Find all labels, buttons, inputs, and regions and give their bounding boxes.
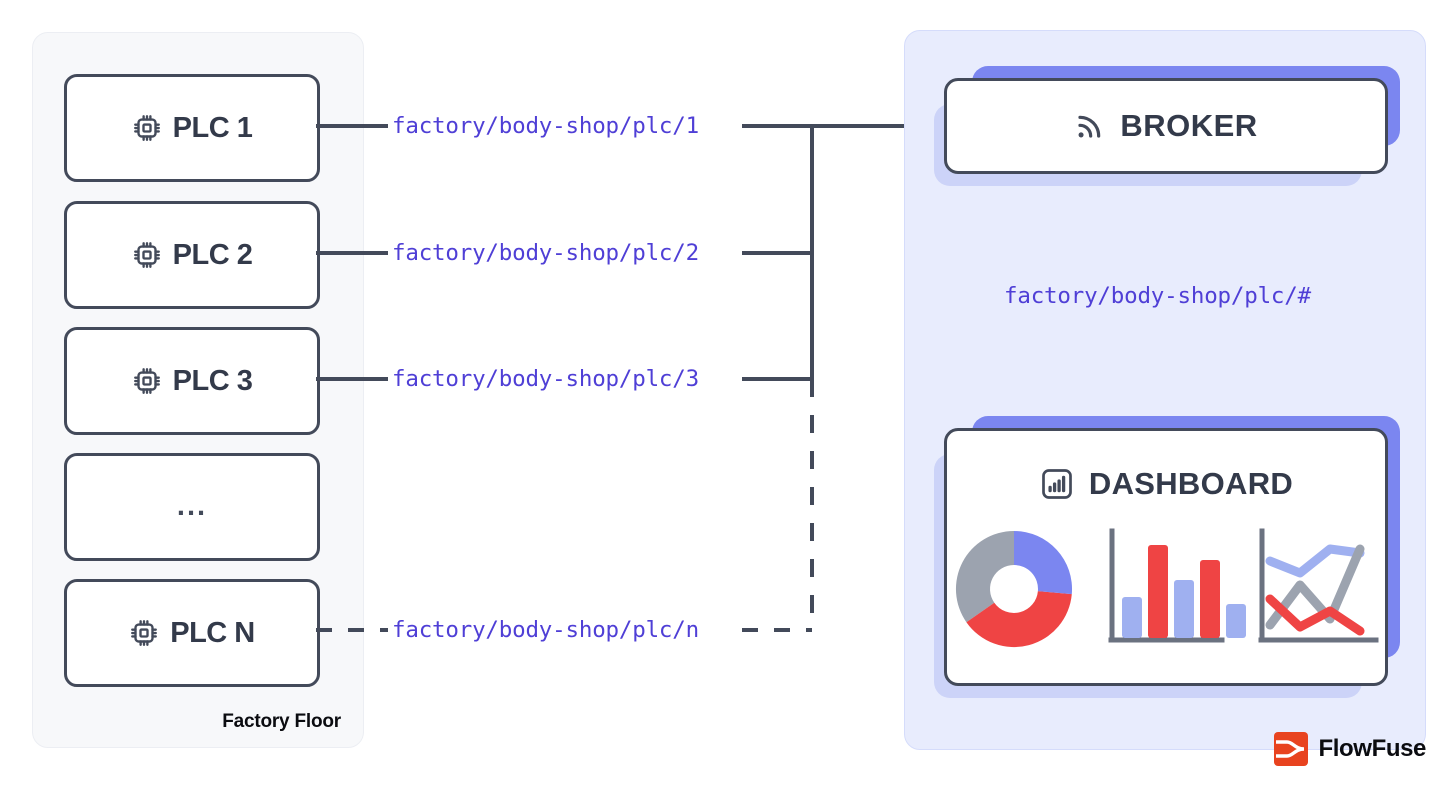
dashboard-label: DASHBOARD: [1088, 466, 1294, 501]
bar-2: [1148, 545, 1168, 638]
plc-card-label: PLC N: [170, 616, 255, 649]
line-series-red: [1265, 594, 1365, 636]
broker-card[interactable]: BROKER: [934, 66, 1400, 186]
topic-label-plc1: factory/body-shop/plc/1: [392, 113, 699, 139]
broadcast-signal-icon: [1074, 110, 1106, 142]
topic-label-subscribe: factory/body-shop/plc/#: [1004, 283, 1311, 309]
flowfuse-logo-icon: [1273, 732, 1308, 766]
bar-3: [1174, 580, 1194, 638]
plc-card-label: ...: [176, 490, 208, 523]
plc-card-1[interactable]: PLC 1: [64, 74, 320, 182]
bar-4: [1200, 560, 1220, 638]
topic-label-plc3: factory/body-shop/plc/3: [392, 366, 699, 392]
donut-slice-gray: [955, 531, 1014, 623]
donut-slice-red: [966, 591, 1072, 648]
plc-card-ellipsis: ...: [64, 453, 320, 561]
bar-chart-square-icon: [1039, 466, 1075, 502]
donut-slice-blue: [1014, 531, 1073, 595]
bar-1: [1122, 597, 1142, 638]
cpu-chip-icon: [132, 113, 162, 143]
plc-card-3[interactable]: PLC 3: [64, 327, 320, 435]
line-series-blue: [1265, 544, 1365, 578]
bar-chart: [1108, 528, 1246, 643]
cpu-chip-icon: [129, 618, 159, 648]
cpu-chip-icon: [132, 366, 162, 396]
flowfuse-brand: FlowFuse: [1273, 732, 1427, 766]
cpu-chip-icon: [132, 240, 162, 270]
plc-card-n[interactable]: PLC N: [64, 579, 320, 687]
dashboard-card[interactable]: DASHBOARD: [934, 416, 1400, 698]
donut-chart: [955, 531, 1073, 648]
plc-card-2[interactable]: PLC 2: [64, 201, 320, 309]
plc-card-label: PLC 1: [172, 111, 253, 144]
plc-card-label: PLC 3: [172, 364, 253, 397]
line-series-gray: [1265, 544, 1365, 630]
broker-card-face: [944, 78, 1388, 174]
factory-floor-caption: Factory Floor: [222, 711, 341, 732]
bar-5: [1226, 604, 1246, 638]
flowfuse-brand-name: FlowFuse: [1318, 735, 1427, 762]
topic-label-plc2: factory/body-shop/plc/2: [392, 240, 699, 266]
line-chart: [1258, 528, 1379, 643]
broker-label: BROKER: [1120, 108, 1258, 143]
plc-card-label: PLC 2: [172, 238, 253, 271]
topic-label-plcn: factory/body-shop/plc/n: [392, 617, 699, 643]
